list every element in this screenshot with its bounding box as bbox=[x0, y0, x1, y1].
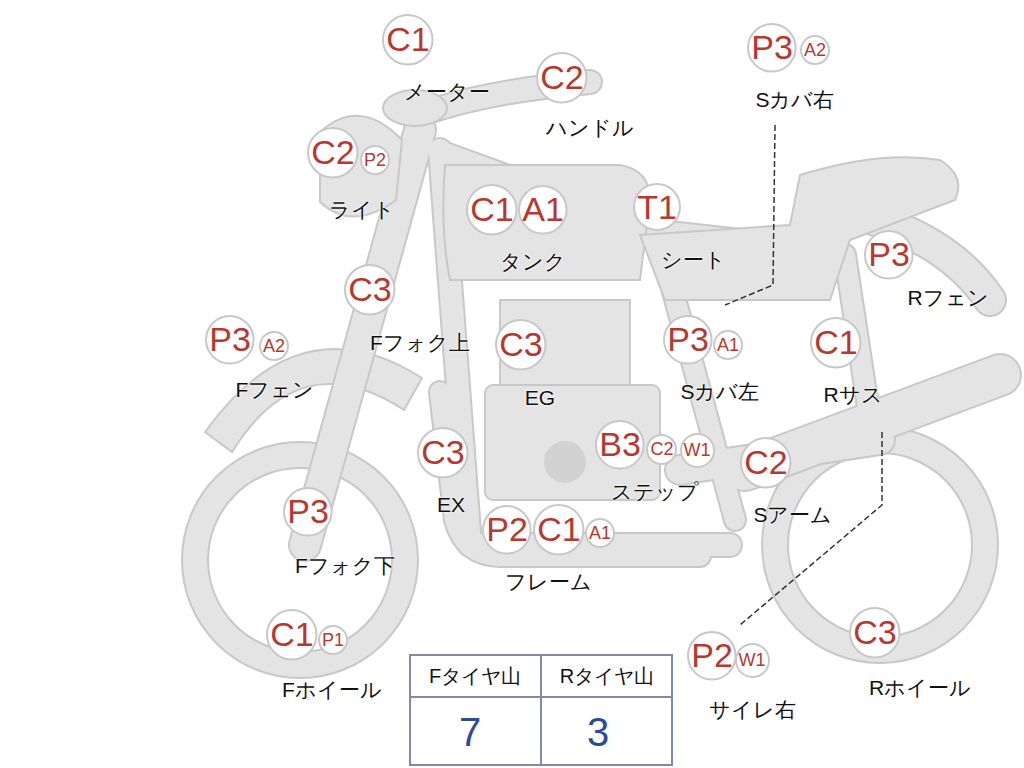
callout-code: P3 bbox=[283, 487, 333, 537]
callout-code: C3 bbox=[849, 607, 900, 658]
callout-circle: C3 bbox=[344, 264, 395, 315]
callout-circle: C2 bbox=[536, 52, 587, 103]
callout-code: P3 bbox=[747, 23, 797, 73]
callout-circle: P2 bbox=[687, 631, 737, 681]
part-label: EX bbox=[437, 493, 465, 516]
callout-code: T1 bbox=[633, 183, 681, 231]
part-label: Fフォク下 bbox=[295, 554, 395, 577]
callout-code: C3 bbox=[417, 427, 468, 478]
part-label: Sカバ左 bbox=[680, 380, 759, 403]
part-label: Rサス bbox=[823, 383, 882, 406]
callout-code: W1 bbox=[735, 643, 770, 678]
part-label: EG bbox=[525, 386, 555, 409]
part-label: サイレ右 bbox=[709, 698, 796, 721]
callout-circle: C1 bbox=[266, 609, 317, 660]
callout-circle: B3 bbox=[595, 420, 645, 470]
callout-circle: P3 bbox=[205, 315, 255, 365]
part-label: Rフェン bbox=[907, 286, 988, 309]
callout-code: C1 bbox=[382, 14, 433, 65]
part-label: Fホイール bbox=[282, 678, 382, 701]
callout-circle: C2 bbox=[646, 434, 677, 465]
part-label: タンク bbox=[500, 250, 566, 273]
callout-code: C1 bbox=[533, 504, 584, 555]
callout-code: C2 bbox=[646, 434, 677, 465]
part-label: メーター bbox=[404, 80, 490, 103]
callout-circle: A2 bbox=[800, 35, 830, 65]
callout-code: C2 bbox=[307, 127, 358, 178]
callout-code: W1 bbox=[680, 433, 715, 468]
callout-code: P3 bbox=[864, 230, 914, 280]
callout-code: B3 bbox=[595, 420, 645, 470]
callout-code: P3 bbox=[663, 315, 713, 365]
callout-code: P1 bbox=[318, 625, 348, 655]
callout-circle: P3 bbox=[283, 487, 333, 537]
callout-circle: T1 bbox=[633, 183, 681, 231]
frame-tubes bbox=[305, 82, 1000, 556]
callout-code: P2 bbox=[360, 145, 390, 175]
callout-code: A2 bbox=[259, 331, 289, 361]
callout-circle: C2 bbox=[740, 437, 791, 488]
callout-code: C3 bbox=[495, 319, 546, 370]
callout-circle: A1 bbox=[518, 185, 568, 235]
callout-code: C1 bbox=[466, 184, 517, 235]
callout-circle: C1 bbox=[810, 317, 861, 368]
tire-table-grid bbox=[410, 655, 672, 765]
callout-circle: P3 bbox=[864, 230, 914, 280]
callout-circle: C1 bbox=[466, 184, 517, 235]
callout-code: C1 bbox=[810, 317, 861, 368]
callout-code: C1 bbox=[266, 609, 317, 660]
body-parts bbox=[320, 90, 958, 500]
callout-circle: C1 bbox=[382, 14, 433, 65]
callout-circle: P3 bbox=[747, 23, 797, 73]
callout-code: C2 bbox=[536, 52, 587, 103]
leader-lines bbox=[725, 125, 882, 625]
callout-circle: C3 bbox=[849, 607, 900, 658]
part-label: Fフォク上 bbox=[370, 331, 470, 354]
table-header: Rタイヤ山 bbox=[560, 665, 654, 687]
callout-circle: C3 bbox=[417, 427, 468, 478]
callout-code: P2 bbox=[482, 505, 532, 555]
callout-circle: C1 bbox=[533, 504, 584, 555]
callout-code: P2 bbox=[687, 631, 737, 681]
part-label: ライト bbox=[329, 198, 395, 221]
callout-circle: P3 bbox=[663, 315, 713, 365]
part-label: フレーム bbox=[505, 570, 592, 593]
part-label: Sカバ右 bbox=[755, 88, 834, 111]
callout-circle: A2 bbox=[259, 331, 289, 361]
callout-code: C2 bbox=[740, 437, 791, 488]
table-value: 7 bbox=[459, 710, 481, 754]
callout-code: C3 bbox=[344, 264, 395, 315]
part-label: Fフェン bbox=[236, 378, 315, 401]
part-label: Sアーム bbox=[753, 503, 832, 526]
callout-circle: W1 bbox=[680, 433, 715, 468]
callout-circle: W1 bbox=[735, 643, 770, 678]
front-fender bbox=[205, 349, 422, 452]
callout-code: P3 bbox=[205, 315, 255, 365]
callout-circle: C3 bbox=[495, 319, 546, 370]
part-label: Rホイール bbox=[869, 676, 971, 699]
part-label: シート bbox=[661, 248, 726, 271]
callout-circle: P1 bbox=[318, 625, 348, 655]
part-label: ハンドル bbox=[546, 116, 634, 139]
table-header: Fタイヤ山 bbox=[429, 665, 521, 687]
callout-code: A1 bbox=[518, 185, 568, 235]
callout-code: A1 bbox=[713, 330, 743, 360]
callout-circle: P2 bbox=[482, 505, 532, 555]
callout-circle: A1 bbox=[585, 518, 615, 548]
callout-circle: C2 bbox=[307, 127, 358, 178]
table-value: 3 bbox=[587, 710, 609, 754]
callout-circle: A1 bbox=[713, 330, 743, 360]
part-label: ステップ bbox=[611, 480, 699, 503]
callout-circle: P2 bbox=[360, 145, 390, 175]
callout-code: A1 bbox=[585, 518, 615, 548]
callout-code: A2 bbox=[800, 35, 830, 65]
